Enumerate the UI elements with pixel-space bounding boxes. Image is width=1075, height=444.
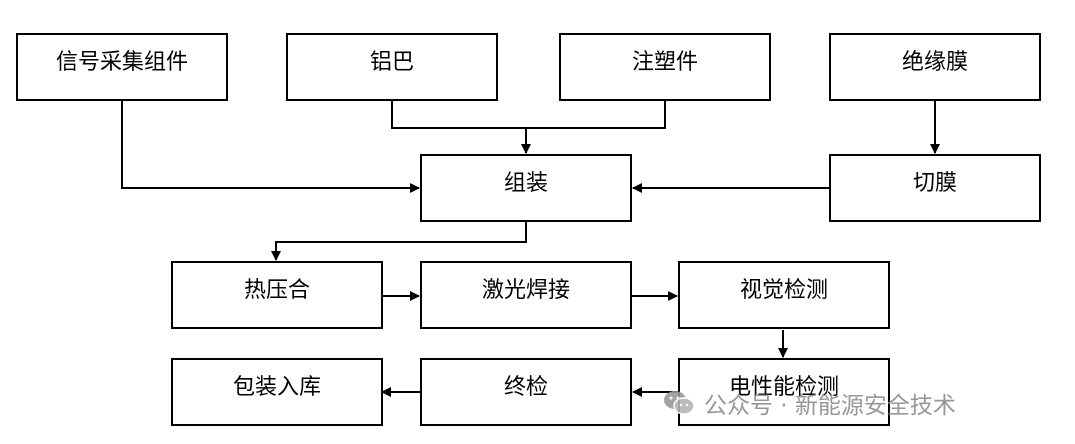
node-assembly: 组装 bbox=[420, 154, 632, 222]
node-final-check: 终检 bbox=[420, 358, 632, 426]
node-laser-label: 激光焊接 bbox=[481, 278, 570, 303]
node-laser: 激光焊接 bbox=[420, 261, 632, 329]
node-vision: 视觉检测 bbox=[678, 261, 890, 329]
node-film: 绝缘膜 bbox=[829, 33, 1041, 101]
node-cut-film: 切膜 bbox=[829, 154, 1041, 222]
node-package-label: 包装入库 bbox=[232, 375, 321, 400]
node-signal-label: 信号采集组件 bbox=[55, 50, 188, 75]
node-assembly-label: 组装 bbox=[503, 171, 548, 196]
arrow-signal-to-assembly bbox=[121, 100, 420, 193]
node-final-check-label: 终检 bbox=[503, 375, 548, 400]
node-aluminum-label: 铝巴 bbox=[369, 50, 414, 75]
arrow-assembly-to-heatpress bbox=[271, 222, 527, 261]
node-signal: 信号采集组件 bbox=[16, 33, 228, 101]
node-injection-label: 注塑件 bbox=[631, 50, 698, 75]
node-cut-film-label: 切膜 bbox=[912, 171, 957, 196]
node-injection: 注塑件 bbox=[559, 33, 771, 101]
wechat-icon bbox=[664, 391, 695, 415]
line-aluminum-merge bbox=[391, 100, 666, 129]
node-aluminum: 铝巴 bbox=[286, 33, 498, 101]
node-heat-press: 热压合 bbox=[171, 261, 383, 329]
watermark: 公众号 · 新能源安全技术 bbox=[662, 383, 956, 423]
node-film-label: 绝缘膜 bbox=[901, 50, 968, 75]
node-electrical: 电性能检测 bbox=[678, 358, 890, 426]
watermark-text: 公众号 · 新能源安全技术 bbox=[704, 393, 956, 419]
node-vision-label: 视觉检测 bbox=[739, 278, 828, 303]
node-heat-press-label: 热压合 bbox=[243, 278, 310, 303]
node-electrical-label: 电性能检测 bbox=[728, 375, 839, 400]
node-package: 包装入库 bbox=[171, 358, 383, 426]
